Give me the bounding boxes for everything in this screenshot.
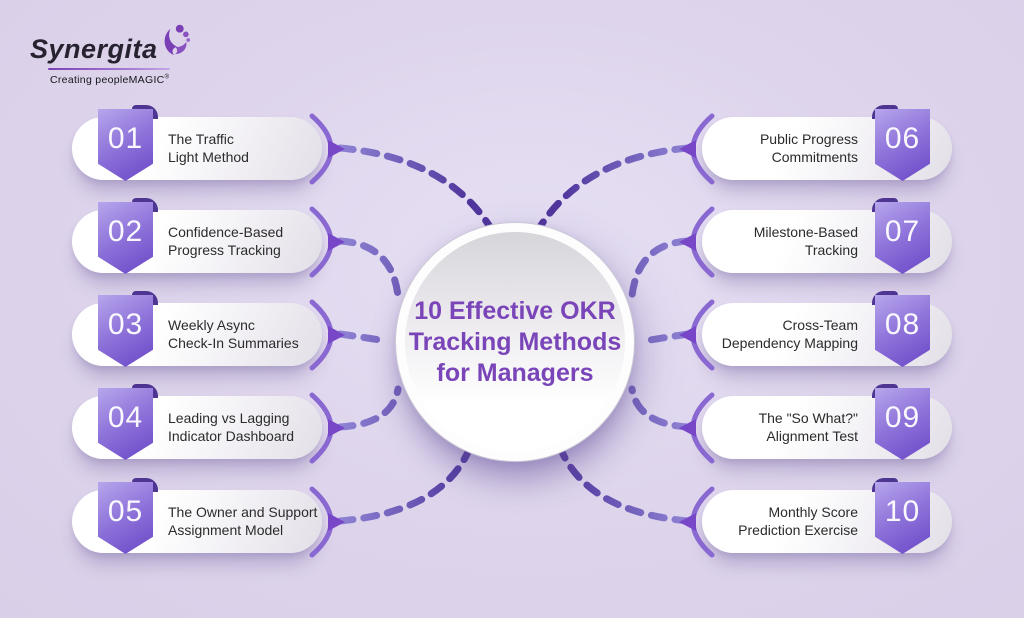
registered-mark: ® [164, 74, 170, 81]
ribbon-badge: 10 [875, 482, 930, 554]
method-card-09: 09 The "So What?"Alignment Test [679, 384, 952, 463]
item-number: 06 [884, 121, 921, 155]
item-label: The "So What?"Alignment Test [758, 410, 858, 444]
brand-logo: Synergita Creating peopleMAGIC® [30, 22, 192, 86]
ribbon-badge: 08 [875, 295, 930, 367]
arrow-tip-icon [679, 486, 715, 557]
brand-name: Synergita [30, 34, 158, 64]
item-number: 03 [107, 307, 144, 341]
ribbon-badge: 02 [98, 202, 153, 274]
item-number: 07 [884, 214, 921, 248]
ribbon-badge: 03 [98, 295, 153, 367]
center-circle-face: 10 Effective OKR Tracking Methods for Ma… [405, 232, 625, 452]
logo-divider [48, 68, 170, 70]
ribbon-badge: 07 [875, 202, 930, 274]
arrow-tip-icon [679, 392, 715, 463]
arrow-tip-icon [679, 206, 715, 277]
ribbon-badge: 05 [98, 482, 153, 554]
ribbon-badge: 09 [875, 388, 930, 460]
arrow-tip-icon [309, 392, 345, 463]
item-number: 10 [884, 494, 921, 528]
item-number: 09 [884, 400, 921, 434]
item-number: 02 [107, 214, 144, 248]
ribbon-badge: 04 [98, 388, 153, 460]
arrow-tip-icon [309, 206, 345, 277]
item-number: 04 [107, 400, 144, 434]
arrow-tip-icon [679, 113, 715, 184]
ribbon-badge: 01 [98, 109, 153, 181]
infographic-title: 10 Effective OKR Tracking Methods for Ma… [408, 296, 622, 387]
brand-tagline: Creating peopleMAGIC® [50, 74, 170, 86]
arrow-tip-icon [309, 113, 345, 184]
brand-swirl-icon [160, 22, 192, 63]
ribbon-badge: 06 [875, 109, 930, 181]
arrow-tip-icon [309, 299, 345, 370]
item-number: 05 [107, 494, 144, 528]
arrow-tip-icon [309, 486, 345, 557]
center-circle: 10 Effective OKR Tracking Methods for Ma… [395, 222, 635, 462]
arrow-tip-icon [679, 299, 715, 370]
item-number: 01 [107, 121, 144, 155]
item-number: 08 [884, 307, 921, 341]
